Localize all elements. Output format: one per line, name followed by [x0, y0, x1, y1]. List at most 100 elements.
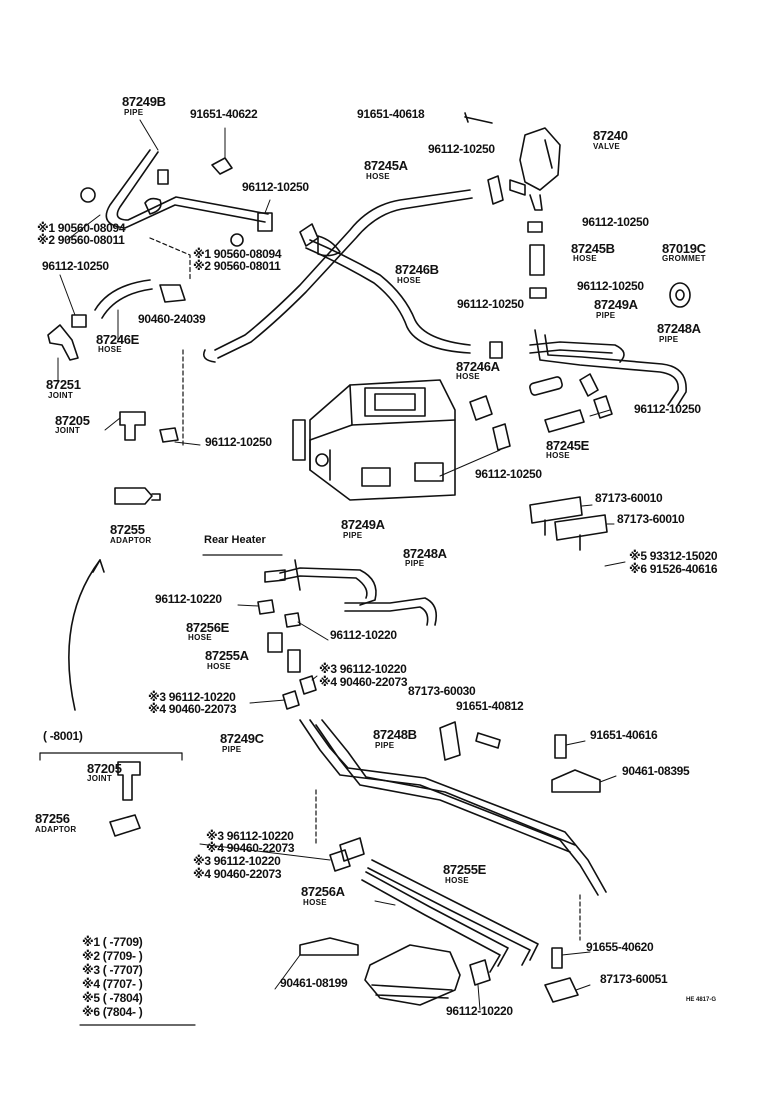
pipe-87249a-right: [529, 329, 687, 409]
part-label: HOSE: [188, 633, 212, 642]
part-label: ※6 (7804- ): [82, 1005, 143, 1019]
clamps-heater: [469, 373, 613, 451]
part-label: HOSE: [207, 662, 231, 671]
callout-lines: [57, 119, 626, 1011]
part-label: 87255E: [443, 862, 487, 877]
part-label: 87173-60010: [595, 491, 663, 505]
part-label: ※1 ( -7709): [82, 935, 143, 949]
part-label: HOSE: [98, 345, 122, 354]
valve-87240: [509, 127, 561, 211]
part-label: 96112-10250: [242, 180, 309, 194]
part-label: 90461-08199: [280, 976, 348, 990]
part-label: 87256E: [186, 620, 230, 635]
connector-87173-60051: [544, 977, 579, 1003]
part-label: 87245A: [364, 158, 408, 173]
part-label: 90460-24039: [138, 312, 206, 326]
part-label: 87246A: [456, 359, 500, 374]
part-label: ADAPTOR: [110, 536, 152, 545]
part-label: ※3 96112-10220: [319, 662, 407, 676]
part-label: 87246E: [96, 332, 140, 347]
part-label: 87249A: [341, 517, 385, 532]
hose-87256e: [267, 632, 283, 653]
part-label: 96112-10250: [582, 215, 649, 229]
part-label: ※6 91526-40616: [629, 562, 718, 576]
part-label: PIPE: [222, 745, 242, 754]
part-label: HOSE: [445, 876, 469, 885]
part-label: 96112-10250: [634, 402, 701, 416]
bracket-90461-08199: [299, 937, 359, 956]
part-label: 87240: [593, 128, 628, 143]
part-label: 96112-10220: [446, 1004, 513, 1018]
part-label: 96112-10250: [205, 435, 272, 449]
hose-87245a: [202, 189, 473, 363]
clamps-right-top: [489, 221, 547, 359]
part-label: JOINT: [87, 774, 113, 783]
part-label: 87251: [46, 377, 81, 392]
part-label: JOINT: [55, 426, 81, 435]
part-label: ※3 ( -7707): [82, 963, 143, 977]
pipe-87249a-rear: [264, 559, 377, 606]
part-label: 91651-40618: [357, 107, 425, 121]
section-lines: [39, 554, 283, 1026]
clamps-lower: [329, 837, 491, 986]
part-label: ※4 (7707- ): [82, 977, 143, 991]
part-label: 87205: [55, 413, 90, 428]
part-label: 87249A: [594, 297, 638, 312]
part-label: Rear Heater: [204, 534, 266, 546]
part-label: 87249C: [220, 731, 264, 746]
part-label: ※2 (7709- ): [82, 949, 143, 963]
part-label: 96112-10220: [330, 628, 397, 642]
part-label: ※4 90460-22073: [148, 702, 237, 716]
part-label: 90461-08395: [622, 764, 690, 778]
pipe-87248a-rear: [344, 597, 438, 626]
part-label: 87205: [87, 761, 122, 776]
part-label: VALVE: [593, 142, 620, 151]
part-label: ( -8001): [43, 729, 83, 743]
part-label: 87173-60051: [600, 972, 668, 986]
adaptor-87255: [114, 487, 161, 505]
clamp-96112-upper: [299, 175, 504, 247]
part-label: 96112-10250: [577, 279, 644, 293]
part-label: ※4 90460-22073: [319, 675, 408, 689]
joint-87205-top: [119, 411, 179, 443]
hose-87255a: [287, 649, 301, 673]
pipe-87249b: [105, 149, 273, 232]
part-label: 91651-40616: [590, 728, 658, 742]
part-label: ※4 90460-22073: [206, 841, 295, 855]
adaptor-87256: [109, 814, 141, 837]
hose-87246e: [94, 279, 186, 319]
part-label: ※4 90460-22073: [193, 867, 282, 881]
part-label: HOSE: [303, 898, 327, 907]
dashed-leaders: [149, 237, 581, 941]
part-label: PIPE: [375, 741, 395, 750]
part-label: 91651-40812: [456, 699, 524, 713]
hose-87246a: [529, 376, 585, 433]
part-label: HOSE: [573, 254, 597, 263]
part-label: 87248B: [373, 727, 417, 742]
part-label: 87255: [110, 522, 145, 537]
part-label: JOINT: [48, 391, 74, 400]
part-label: HOSE: [397, 276, 421, 285]
part-label: PIPE: [124, 108, 144, 117]
part-label: ※1 90560-08094: [37, 221, 126, 235]
part-label: 96112-10250: [475, 467, 542, 481]
part-label: ※5 ( -7804): [82, 991, 143, 1005]
part-label: 87256A: [301, 884, 345, 899]
part-label: 87245B: [571, 241, 615, 256]
bolt-91651-40812: [475, 732, 501, 749]
part-label: 87256: [35, 811, 70, 826]
hose-87246b: [305, 235, 471, 354]
part-label: 87248A: [403, 546, 447, 561]
part-label: HE 4817-G: [686, 997, 717, 1003]
part-label: 96112-10250: [42, 259, 109, 273]
pipe-87248b: [315, 719, 576, 853]
grommet-87019c: [669, 282, 691, 308]
bolt-91655-40620: [551, 947, 563, 969]
clamp-90461-08395: [551, 769, 601, 793]
part-label: ※2 90560-08011: [37, 233, 125, 247]
hose-87255e: [367, 859, 539, 966]
part-label: PIPE: [343, 531, 363, 540]
part-label: PIPE: [659, 335, 679, 344]
part-label: ※5 93312-15020: [629, 549, 718, 563]
